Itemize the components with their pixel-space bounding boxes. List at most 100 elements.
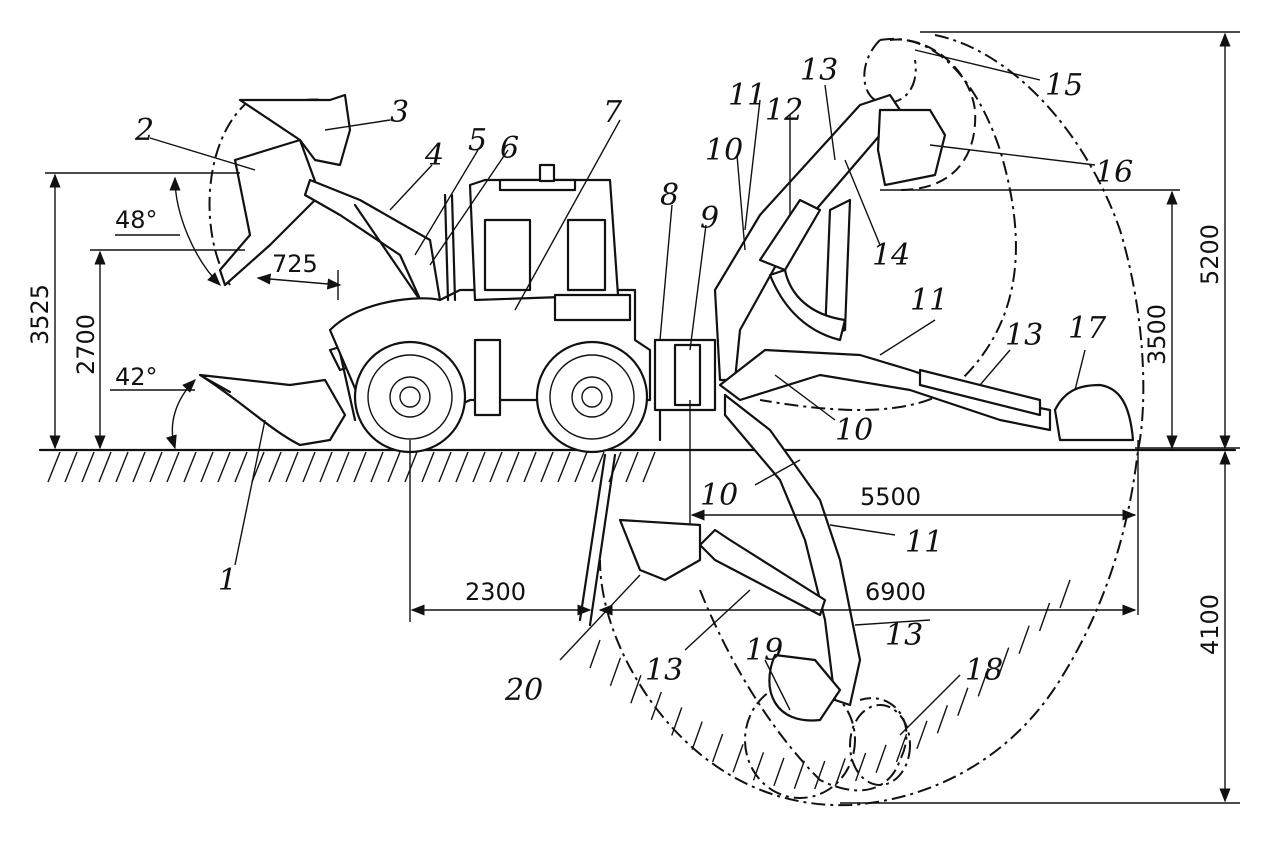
callout-13-raised: 13 — [800, 53, 838, 88]
dim-4100: 4100 — [1196, 594, 1224, 655]
dim-2700: 2700 — [72, 314, 100, 375]
pit-hatch — [875, 744, 887, 774]
ground-hatch — [285, 451, 299, 483]
ground-hatch — [642, 451, 656, 483]
ground-hatch — [421, 451, 435, 483]
backhoe-deep — [578, 393, 862, 722]
dimension-lines — [45, 31, 1240, 804]
dimension-labels: 3525 2700 725 48° 42° 2300 5500 6900 520… — [26, 206, 1224, 655]
dim-725: 725 — [272, 250, 318, 278]
pit-hatch — [916, 720, 928, 750]
pit-hatch — [752, 752, 765, 781]
callout-6: 6 — [500, 131, 519, 166]
pit-hatch — [589, 639, 601, 669]
dim-3525: 3525 — [26, 284, 54, 345]
ground-hatch — [387, 451, 401, 483]
ground-hatch — [506, 451, 520, 483]
pit-hatch — [650, 691, 662, 721]
wheels — [353, 340, 649, 454]
callout-4: 4 — [424, 138, 444, 173]
ground-hatch — [540, 451, 554, 483]
pit-hatch — [1059, 579, 1071, 609]
pit-hatch — [1038, 602, 1051, 632]
callout-13-extended: 13 — [1005, 318, 1043, 353]
callout-7: 7 — [603, 95, 623, 130]
callout-10-deep: 10 — [700, 478, 738, 513]
pit-hatch — [854, 752, 867, 782]
pit-hatch — [691, 721, 703, 750]
callout-8: 8 — [660, 178, 679, 213]
callout-13-deep-left: 13 — [645, 653, 683, 688]
ground-hatch — [183, 451, 197, 483]
ground-hatch — [47, 451, 61, 483]
ground-hatch — [217, 451, 231, 483]
pit-hatch — [957, 687, 969, 716]
ground-hatch — [438, 451, 452, 483]
pit-hatch — [814, 760, 826, 790]
pit-hatch — [711, 733, 724, 763]
ground-hatch — [404, 451, 418, 483]
pit-hatch — [630, 675, 642, 704]
ground-hatch — [353, 451, 367, 483]
callout-17: 17 — [1068, 311, 1107, 346]
ground-hatch — [336, 451, 350, 483]
pit-hatch — [773, 757, 785, 787]
backhoe-extended — [718, 348, 1135, 442]
ground — [38, 448, 1237, 790]
ground-hatch — [523, 451, 537, 483]
pit-hatch — [793, 760, 806, 790]
pit-hatch — [609, 657, 622, 687]
callout-13-deep-right: 13 — [885, 618, 923, 653]
ground-hatch — [302, 451, 316, 483]
callout-20: 20 — [504, 673, 543, 708]
ground-hatch — [132, 451, 146, 483]
dim-2300: 2300 — [465, 578, 526, 606]
pit-hatch — [671, 707, 683, 736]
ground-hatch — [64, 451, 78, 483]
pit-hatch — [936, 705, 949, 734]
callout-14: 14 — [872, 238, 910, 273]
callout-19: 19 — [745, 633, 783, 668]
callout-1: 1 — [218, 563, 237, 598]
ground-hatch — [251, 451, 265, 483]
backhoe-raised — [713, 93, 947, 382]
callout-2: 2 — [134, 113, 154, 148]
ground-hatch — [370, 451, 384, 483]
callout-11-extended: 11 — [910, 283, 948, 318]
callout-18: 18 — [965, 653, 1003, 688]
pit-hatch — [998, 647, 1010, 676]
callout-12: 12 — [765, 93, 803, 128]
dim-3500: 3500 — [1143, 304, 1171, 365]
pit-hatch — [977, 668, 989, 697]
ground-hatch — [166, 451, 180, 483]
ground-hatch — [200, 451, 214, 483]
dim-5500: 5500 — [860, 483, 921, 511]
pit-hatch — [1018, 625, 1030, 654]
part-callouts: 1 2 3 4 5 6 7 8 9 10 11 12 13 14 15 16 1… — [134, 53, 1133, 708]
ground-hatch — [98, 451, 112, 483]
ground-hatch — [115, 451, 129, 483]
ground-hatch — [234, 451, 248, 483]
ground-hatch — [625, 451, 639, 483]
callout-5: 5 — [468, 123, 487, 158]
callout-9: 9 — [700, 201, 719, 236]
pit-hatch — [732, 744, 744, 773]
dim-5200: 5200 — [1196, 224, 1224, 285]
callout-3: 3 — [390, 95, 409, 130]
ground-hatch — [455, 451, 469, 483]
callout-10-raised: 10 — [705, 133, 743, 168]
angle-48: 48° — [115, 206, 158, 234]
callout-16: 16 — [1095, 155, 1133, 190]
callout-15: 15 — [1045, 68, 1083, 103]
pit-hatch — [895, 733, 908, 763]
callout-11-raised: 11 — [728, 78, 766, 113]
ground-hatch — [268, 451, 282, 483]
callout-11-deep: 11 — [905, 525, 943, 560]
ground-hatch — [574, 451, 588, 483]
angle-42: 42° — [115, 363, 158, 391]
ground-hatch — [591, 451, 605, 483]
ground-hatch — [319, 451, 333, 483]
ground-hatch — [149, 451, 163, 483]
